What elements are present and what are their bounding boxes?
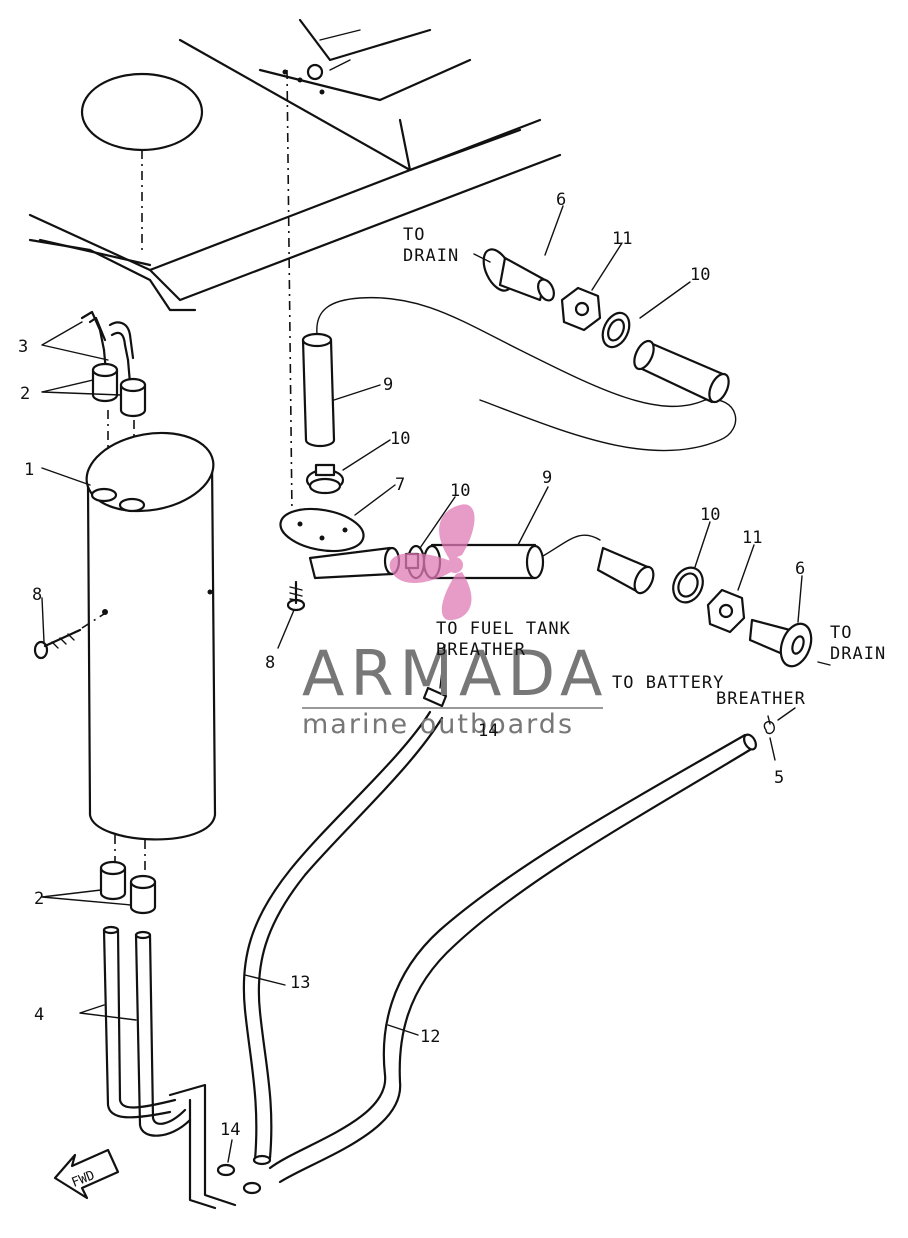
bushings-upper-part-2	[91, 362, 147, 418]
drain-fitting-part-6-right	[748, 618, 813, 668]
label-part-10-right: 10	[700, 505, 720, 525]
clamp-part-10-upper	[305, 463, 345, 495]
hose-part-13	[242, 710, 444, 1166]
vent-tank-part-1	[85, 431, 217, 841]
label-part-6-right: 6	[795, 559, 805, 579]
note-to-drain-top-2: DRAIN	[403, 246, 459, 266]
label-part-10-middle: 10	[450, 481, 470, 501]
note-battery-1: TO BATTERY	[612, 673, 724, 693]
drain-fitting-part-6-top	[482, 248, 555, 302]
label-part-10-upper: 10	[390, 429, 410, 449]
notes: TO DRAIN TO DRAIN TO FUEL TANK BREATHER …	[70, 225, 886, 1191]
clamp-part-10-right	[672, 566, 704, 604]
lower-pipes-part-4	[102, 925, 192, 1137]
bushings-lower-part-2	[99, 860, 157, 915]
label-part-1: 1	[24, 460, 34, 480]
note-fuel-tank-1: TO FUEL TANK	[436, 619, 571, 639]
label-part-9-middle: 9	[542, 468, 552, 488]
label-part-8-left: 8	[32, 585, 42, 605]
label-part-12: 12	[420, 1027, 440, 1047]
armada-watermark: ARMADA marine outboards	[302, 504, 608, 740]
label-part-11-top: 11	[612, 229, 632, 249]
label-part-2-lower: 2	[34, 889, 44, 909]
part-numbers: 3 2 1 8 2 4 9 10 7 8 10 9 6 11 10 10 11 …	[18, 190, 805, 1140]
label-part-11-right: 11	[742, 528, 762, 548]
note-fuel-tank-2: BREATHER	[436, 640, 526, 660]
note-to-drain-right-2: DRAIN	[830, 644, 886, 664]
label-part-13: 13	[290, 973, 310, 993]
watermark-tagline: marine outboards	[302, 709, 574, 740]
clip-part-14-bottom	[216, 1163, 262, 1195]
hull-deck	[28, 18, 562, 312]
fitting-part-7	[279, 507, 401, 580]
watermark-brand: ARMADA	[302, 637, 608, 710]
label-part-14-bottom: 14	[220, 1120, 240, 1140]
screw-part-8-left	[33, 613, 105, 660]
nut-part-11-top	[560, 286, 602, 332]
label-part-6-top: 6	[556, 190, 566, 210]
note-to-drain-right-1: TO	[830, 623, 852, 643]
hose-top	[633, 339, 730, 404]
leader-lines	[41, 205, 831, 1163]
screw-centerline	[286, 69, 293, 516]
nut-part-11-right	[706, 588, 746, 634]
lower-bracket	[168, 1083, 237, 1207]
hose-right	[596, 546, 655, 595]
label-part-14-top: 14	[478, 721, 498, 741]
label-part-10-top: 10	[690, 265, 710, 285]
lower-bracket-2	[188, 1098, 217, 1210]
label-part-9-upper: 9	[383, 375, 393, 395]
label-part-7: 7	[395, 475, 405, 495]
hose-part-12	[268, 733, 757, 1184]
hose-part-9-upper	[301, 296, 737, 452]
label-part-8-center: 8	[265, 653, 275, 673]
clip-part-5	[763, 715, 775, 735]
label-part-4: 4	[34, 1005, 44, 1025]
clamp-part-10-top	[601, 311, 631, 349]
clip-part-14-top	[422, 686, 448, 708]
label-part-3: 3	[18, 337, 28, 357]
fwd-arrow	[53, 1148, 120, 1200]
note-to-drain-top-1: TO	[403, 225, 425, 245]
propeller-logo	[389, 504, 475, 621]
label-part-2-upper: 2	[20, 384, 30, 404]
label-part-5: 5	[774, 768, 784, 788]
note-battery-2: BREATHER	[716, 689, 806, 709]
screw-part-8-center	[286, 580, 306, 612]
